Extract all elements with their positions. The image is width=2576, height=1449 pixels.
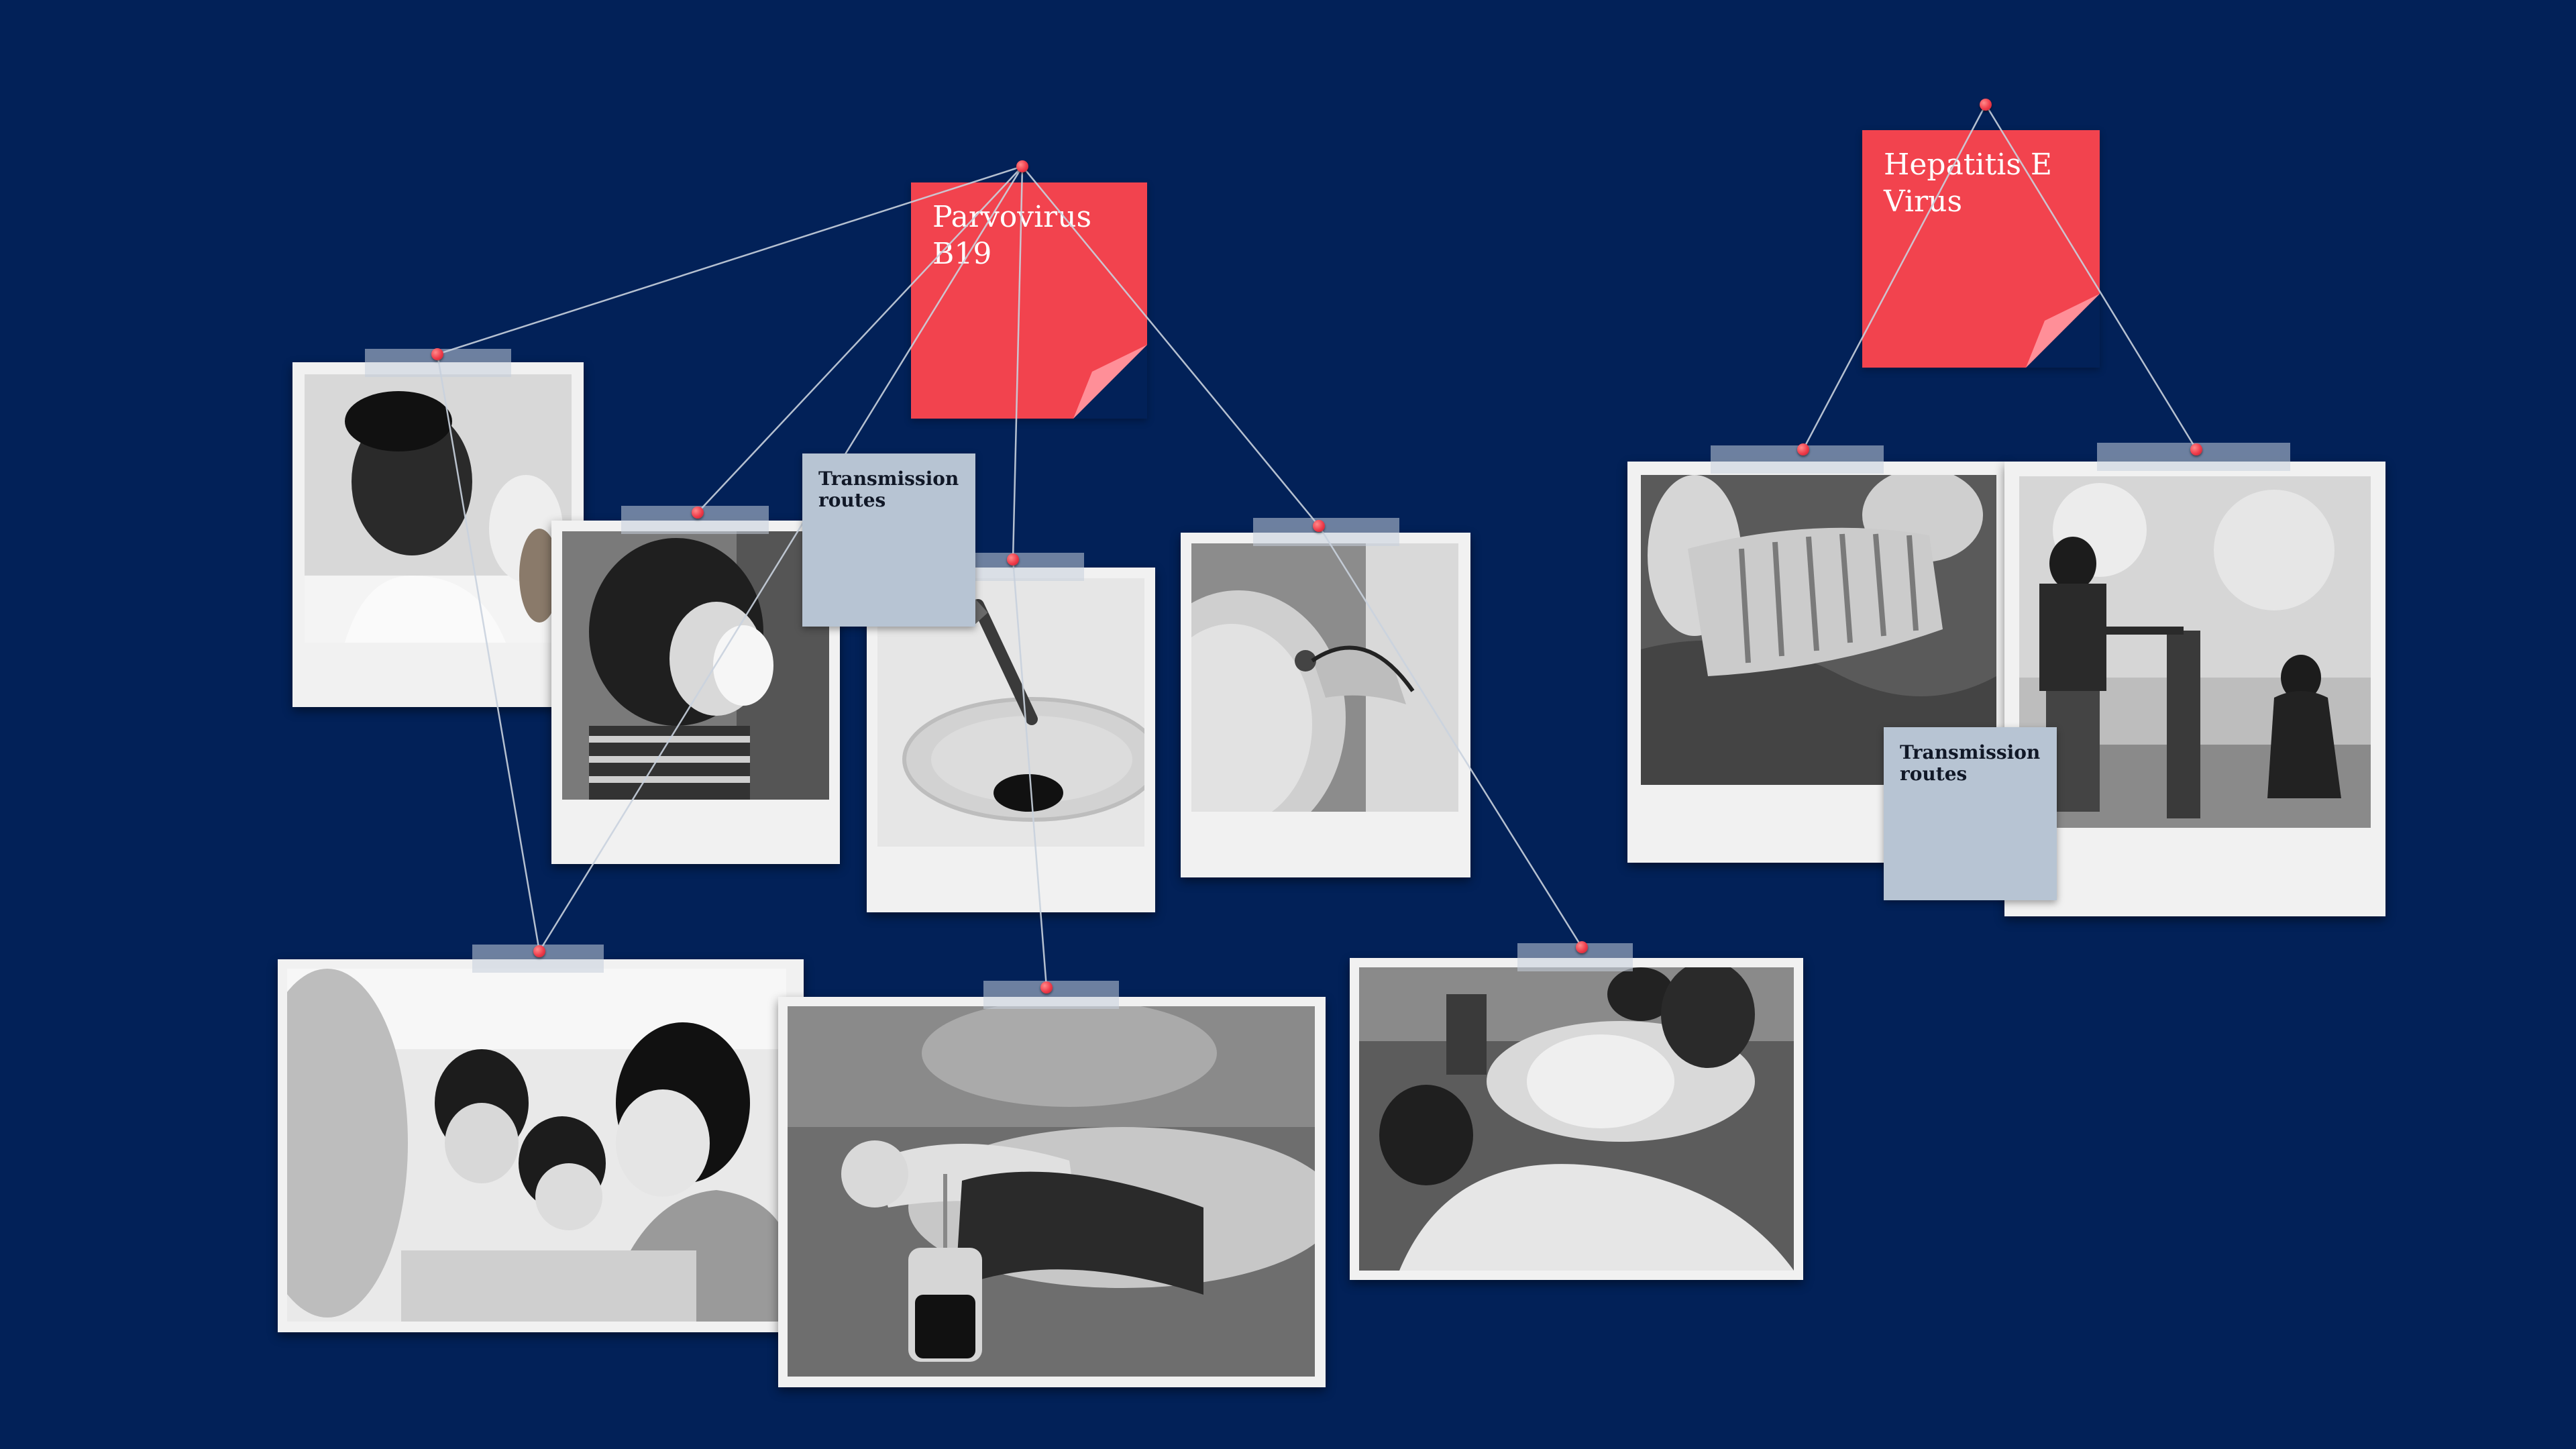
hepatitis-e-transmission-routes-label: Transmission routes: [1900, 741, 2041, 786]
pin-hepatitis-e: [1980, 99, 1992, 111]
parvovirus-transmission-routes-note: Transmission routes: [802, 453, 975, 627]
parvovirus-b19-note: Parvovirus B19: [911, 182, 1147, 419]
photo-card-water-pump: [2004, 462, 2385, 916]
page-curl-icon: [2026, 294, 2100, 368]
children-classroom-photo: [287, 969, 786, 1322]
parvovirus-b19-title: Parvovirus B19: [932, 200, 1092, 271]
photo-card-child-tissue: [551, 521, 840, 864]
pin-pork: [1797, 443, 1809, 455]
blood-donation-bag-photo: [788, 1006, 1315, 1377]
child-blowing-nose-photo: [562, 531, 829, 800]
man-sneezing-photo: [305, 374, 572, 643]
photo-card-blood-donation: [778, 997, 1326, 1387]
pin-family: [1576, 941, 1588, 953]
hepatitis-e-virus-title: Hepatitis E Virus: [1884, 148, 2053, 219]
pin-donation: [1040, 981, 1053, 994]
pin-parvovirus: [1016, 160, 1028, 172]
children-water-pump-photo: [2019, 476, 2371, 828]
doctor-examining-pregnant-belly-photo: [1191, 543, 1458, 812]
parvovirus-transmission-routes-label: Transmission routes: [818, 468, 959, 512]
photo-card-family: [1350, 958, 1803, 1280]
photo-card-sneezing-man: [292, 362, 584, 707]
tape-strip: [1517, 943, 1633, 971]
pin-classroom: [533, 945, 545, 957]
family-with-pregnant-mother-photo: [1359, 967, 1794, 1271]
pin-sneeze: [431, 348, 443, 360]
pin-pump: [2190, 443, 2202, 455]
hepatitis-e-virus-note: Hepatitis E Virus: [1862, 130, 2100, 368]
pin-child: [692, 506, 704, 519]
pin-pipette: [1007, 553, 1019, 566]
photo-card-classroom: [278, 959, 804, 1332]
hepatitis-e-transmission-routes-note: Transmission routes: [1884, 727, 2057, 900]
page-curl-icon: [1073, 345, 1147, 419]
photo-card-prenatal-exam: [1181, 533, 1470, 877]
pin-prenatal: [1313, 520, 1325, 532]
tape-strip: [1253, 518, 1399, 546]
